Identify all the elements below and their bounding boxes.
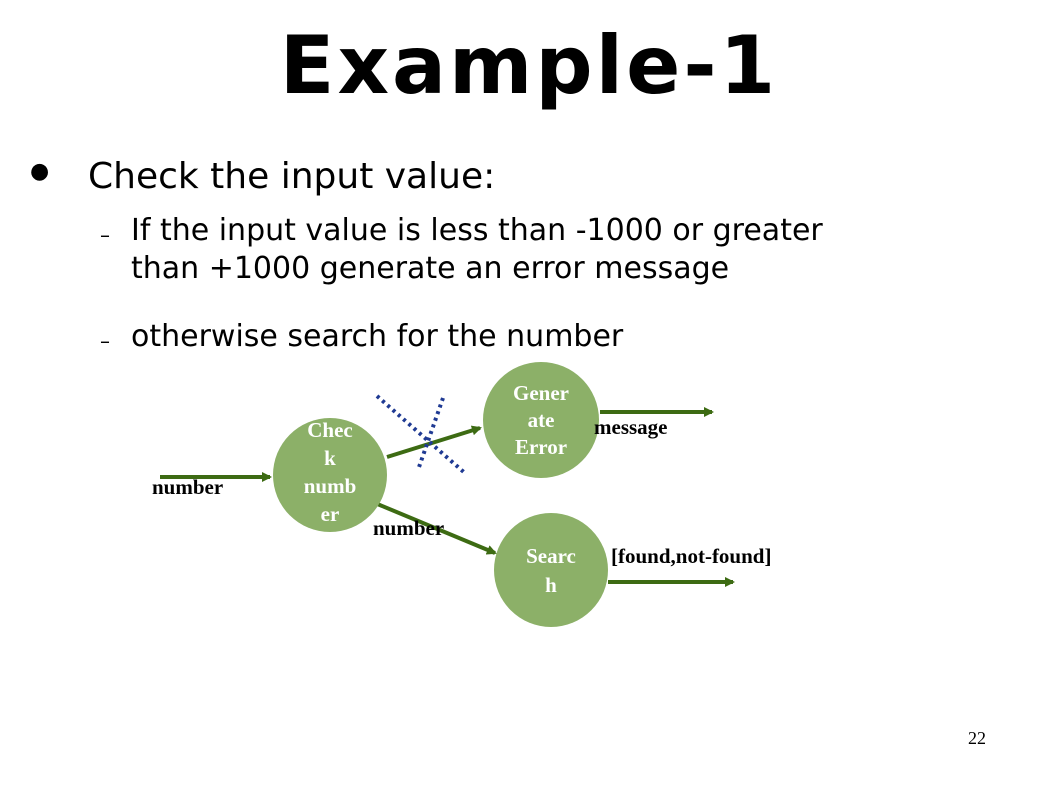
bullet-dot-icon: ● [30, 159, 50, 184]
generate-error-node-label: ate [528, 408, 555, 432]
input-flow-label: number [152, 475, 223, 499]
slide-title: Example-1 [279, 19, 779, 112]
check-node-label: er [321, 502, 340, 526]
cross-out-line [416, 397, 445, 471]
sub-bullet-line: If the input value is less than -1000 or… [131, 213, 823, 248]
search-branch-arrow [374, 501, 497, 555]
check-node-label: Chec [307, 418, 353, 442]
main-bullet-text: Check the input value: [88, 156, 496, 197]
cross-out-line [375, 394, 468, 476]
check-node-label: k [324, 446, 336, 470]
generate-error-node [483, 362, 599, 478]
search-node-label: Searc [526, 544, 576, 568]
generate-error-node-label: Gener [513, 381, 569, 405]
search-flow-label: number [373, 516, 444, 540]
sub-bullet-line: than +1000 generate an error message [131, 251, 730, 286]
error-branch-arrow [386, 425, 482, 459]
sub-bullet-line: otherwise search for the number [131, 319, 624, 354]
check-number-node [273, 418, 387, 532]
dash-icon: – [100, 329, 110, 353]
dash-icon: – [100, 223, 110, 247]
page-number: 22 [968, 728, 986, 748]
message-flow-label: message [594, 415, 667, 439]
search-node-label: h [545, 573, 557, 597]
generate-error-node-label: Error [515, 435, 567, 459]
search-result-flow-label: [found,not-found] [611, 544, 771, 568]
search-node [494, 513, 608, 627]
check-node-label: numb [304, 474, 357, 498]
